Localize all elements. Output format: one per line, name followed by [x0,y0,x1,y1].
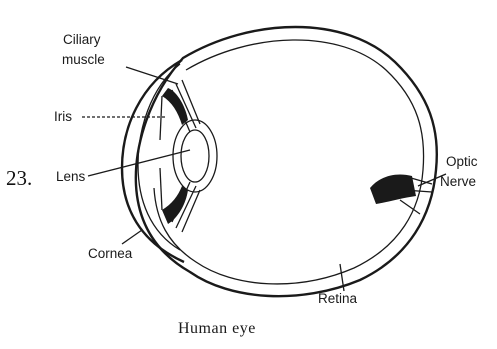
iris-lower-thin [160,168,162,210]
lens-inner [181,130,209,182]
lens [173,120,217,192]
lens-outer [173,120,217,192]
eyeball [122,27,437,296]
iris-upper-thin [160,96,162,140]
label-optic-line2: Nerve [440,174,476,189]
label-cornea: Cornea [88,246,133,261]
label-iris: Iris [54,109,72,124]
label-retina: Retina [318,291,358,306]
cornea-leader [122,230,142,244]
caption: Human eye [178,320,256,337]
optic-nerve [370,175,432,215]
retina-layer [154,40,424,284]
label-lens: Lens [56,169,86,184]
question-number: 23. [6,166,32,190]
label-ciliary-line2: muscle [62,52,105,67]
label-optic-line1: Optic [446,154,478,169]
optic-disc [370,175,416,205]
label-ciliary-line1: Ciliary [63,32,101,47]
iris-lower [162,186,188,224]
cornea-outer [122,60,184,262]
